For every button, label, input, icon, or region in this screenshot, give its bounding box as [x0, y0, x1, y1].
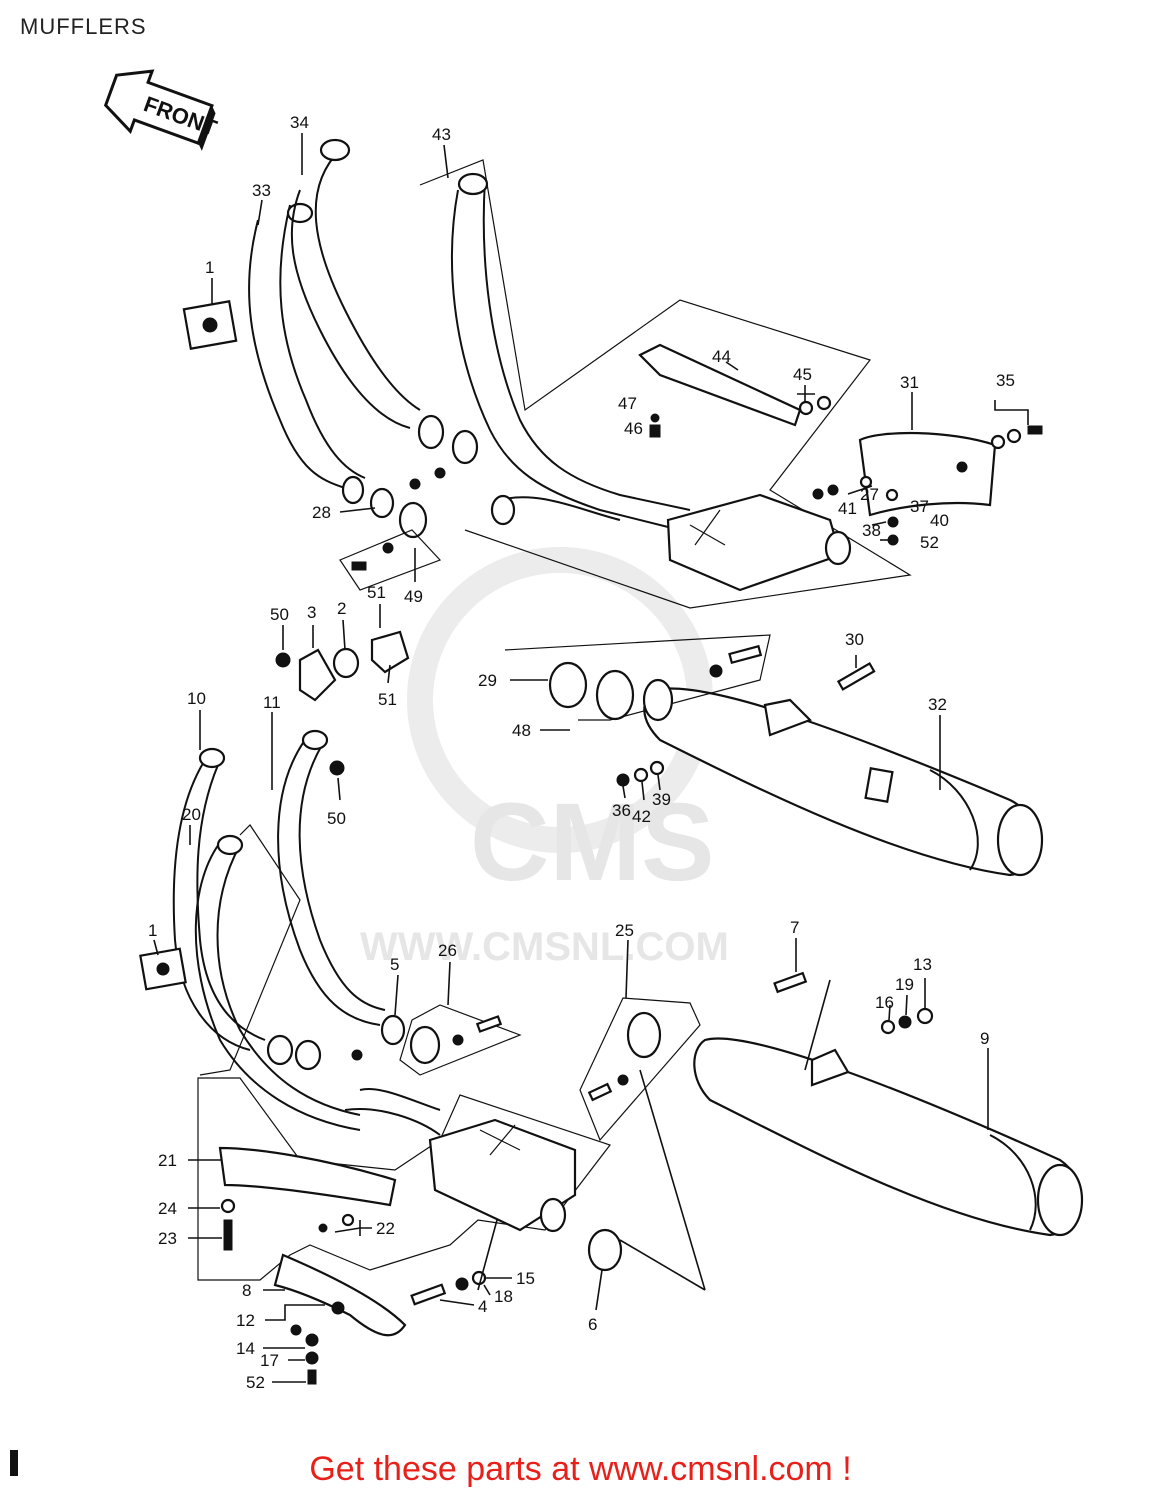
- label-part-11: 11: [263, 693, 281, 712]
- label-part-19: 19: [895, 975, 914, 994]
- label-part-7: 7: [790, 918, 799, 937]
- label-part-42: 42: [632, 807, 651, 826]
- label-part-8: 8: [242, 1281, 251, 1300]
- label-part-18: 18: [494, 1287, 513, 1306]
- label-part-4: 4: [478, 1297, 487, 1316]
- label-part-48: 48: [512, 721, 531, 740]
- label-part-41: 41: [838, 499, 857, 518]
- exhaust-pipe-33: [248, 202, 366, 505]
- label-part-12: 12: [236, 1311, 255, 1330]
- label-part-40: 40: [930, 511, 949, 530]
- label-part-33: 33: [252, 181, 271, 200]
- label-part-44: 44: [712, 347, 731, 366]
- part-number-labels: 1 34 33 43 44 45 47 46 31 35 27 41 37 40…: [148, 113, 1015, 1392]
- label-part-14: 14: [236, 1339, 255, 1358]
- label-part-50-upper: 50: [270, 605, 289, 624]
- page-title: MUFFLERS: [20, 14, 147, 39]
- label-part-24: 24: [158, 1199, 177, 1218]
- label-part-10: 10: [187, 689, 206, 708]
- label-part-1-lower: 1: [148, 921, 157, 940]
- bracket-44: [638, 343, 802, 438]
- front-arrow: FRONT: [103, 69, 221, 151]
- label-part-13: 13: [913, 955, 932, 974]
- label-part-21: 21: [158, 1151, 177, 1170]
- upper-muffler-32: [643, 687, 1044, 877]
- lower-collector-box: [344, 1088, 577, 1233]
- label-part-47: 47: [618, 394, 637, 413]
- leader-lines: [153, 133, 1029, 1383]
- label-part-30: 30: [845, 630, 864, 649]
- exhaust-pipe-43: [451, 172, 691, 531]
- label-part-6: 6: [588, 1315, 597, 1334]
- exhaust-pipe-20: [172, 747, 361, 1131]
- exhaust-pipe-11: [277, 729, 386, 1026]
- lower-muffler-9: [693, 1037, 1084, 1237]
- label-part-52-upper: 52: [920, 533, 939, 552]
- footer-text: Get these parts at www.cmsnl.com !: [309, 1450, 852, 1488]
- label-part-15: 15: [516, 1269, 535, 1288]
- label-part-49: 49: [404, 587, 423, 606]
- label-part-16: 16: [875, 993, 894, 1012]
- watermark: CMS WWW.CMSNL.COM: [360, 547, 729, 969]
- label-part-9: 9: [980, 1029, 989, 1048]
- label-part-17: 17: [260, 1351, 279, 1370]
- watermark-url: WWW.CMSNL.COM: [360, 925, 729, 969]
- label-part-25: 25: [615, 921, 634, 940]
- upper-collector-box: [666, 493, 852, 592]
- label-part-20: 20: [182, 805, 201, 824]
- exhaust-pipe-34: [290, 138, 421, 429]
- heat-guard-8: [273, 1253, 407, 1337]
- label-part-52-lower: 52: [246, 1373, 265, 1392]
- label-part-28: 28: [312, 503, 331, 522]
- label-part-50-lower: 50: [327, 809, 346, 828]
- label-part-1-upper: 1: [205, 258, 214, 277]
- label-part-29: 29: [478, 671, 497, 690]
- label-part-22: 22: [376, 1219, 395, 1238]
- label-part-38: 38: [862, 521, 881, 540]
- label-part-45: 45: [793, 365, 812, 384]
- label-part-31: 31: [900, 373, 919, 392]
- label-part-2: 2: [337, 599, 346, 618]
- label-part-3: 3: [307, 603, 316, 622]
- corner-mark: [10, 1450, 18, 1476]
- label-part-26: 26: [438, 941, 457, 960]
- heat-guard-21: [218, 1146, 397, 1207]
- label-part-51-lower: 51: [378, 690, 397, 709]
- label-part-23: 23: [158, 1229, 177, 1248]
- label-part-46: 46: [624, 419, 643, 438]
- label-part-5: 5: [390, 955, 399, 974]
- label-part-34: 34: [290, 113, 309, 132]
- label-part-39: 39: [652, 790, 671, 809]
- label-part-43: 43: [432, 125, 451, 144]
- label-part-27: 27: [860, 485, 879, 504]
- label-part-37: 37: [910, 497, 929, 516]
- watermark-brand: CMS: [470, 781, 714, 904]
- label-part-35: 35: [996, 371, 1015, 390]
- label-part-51-upper: 51: [367, 583, 386, 602]
- footer-link[interactable]: Get these parts at www.cmsnl.com !: [0, 1450, 1161, 1489]
- label-part-36: 36: [612, 801, 631, 820]
- label-part-32: 32: [928, 695, 947, 714]
